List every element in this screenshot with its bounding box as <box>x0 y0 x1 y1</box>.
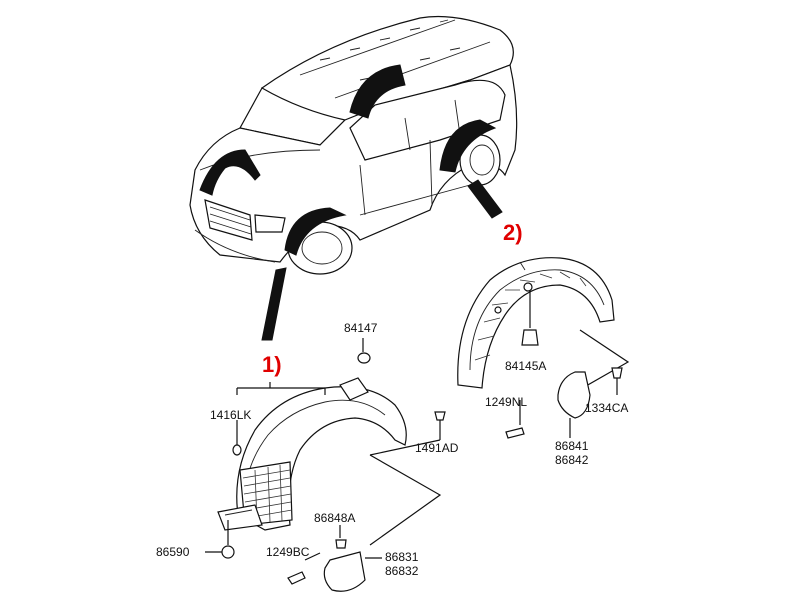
mud-flap-rear <box>557 371 591 419</box>
vehicle-illustration <box>189 15 518 341</box>
front-hood-liner-mark <box>199 149 261 196</box>
rear-wheel-liner <box>457 257 615 389</box>
callout-front: 1) <box>262 352 282 377</box>
front-fasteners <box>205 338 446 592</box>
label-1334ca: 1334CA <box>585 401 628 415</box>
label-1249nl: 1249NL <box>485 395 527 409</box>
label-1249bc: 1249BC <box>266 545 310 559</box>
clip-1416lk <box>232 444 242 456</box>
rear-liner-shell <box>457 257 615 389</box>
clip-86590 <box>221 545 235 559</box>
front-wheel-liner <box>217 377 407 531</box>
clip-1491ad <box>434 411 446 421</box>
label-86848a: 86848A <box>314 511 355 525</box>
roof-rail-left <box>299 19 456 76</box>
label-86590: 86590 <box>156 545 190 559</box>
rear-wheel-liner-mark <box>439 119 497 173</box>
clip-84145a <box>521 329 539 346</box>
label-86842: 86842 <box>555 453 589 467</box>
front-wheel-liner-mark <box>284 207 347 256</box>
clip-84147 <box>357 352 371 364</box>
label-1491ad: 1491AD <box>415 441 459 455</box>
screw-1249bc <box>287 571 306 585</box>
mud-flap-front <box>323 551 366 592</box>
callout-rear: 2) <box>503 220 523 245</box>
front-pointer <box>261 267 287 341</box>
rear-pointer <box>467 179 503 219</box>
label-86831: 86831 <box>385 550 419 564</box>
label-86841: 86841 <box>555 439 589 453</box>
screw-1249nl <box>505 427 525 439</box>
label-1416lk: 1416LK <box>210 408 251 422</box>
label-84145a: 84145A <box>505 359 546 373</box>
clip-1334ca <box>611 367 623 379</box>
rear-fasteners <box>505 290 630 439</box>
rear-roof-liner-mark <box>349 64 406 119</box>
label-86832: 86832 <box>385 564 419 578</box>
label-84147: 84147 <box>344 321 378 335</box>
